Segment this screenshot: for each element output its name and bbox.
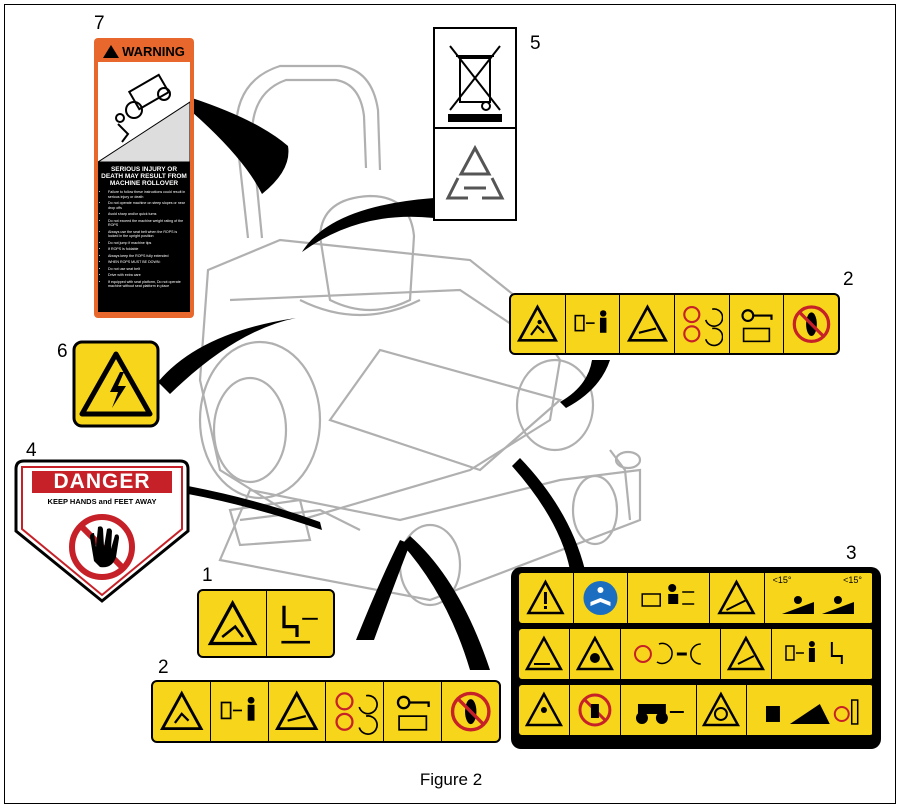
callout-number-2-upper: 2 [843, 270, 854, 289]
callout-number-3: 3 [846, 544, 857, 563]
no-hands-feet-rotating-icon [675, 295, 730, 353]
warning-bullet: If equipped with seat platform, Do not o… [108, 280, 187, 289]
blade-hazard-icon [697, 685, 748, 735]
decal-3: <15° <15° [511, 567, 881, 749]
keep-distance-icon [211, 682, 269, 741]
run-over-icon [620, 295, 675, 353]
warning-bullet: Failure to follow these instructions cou… [108, 190, 187, 199]
child-hazard-icon [519, 685, 570, 735]
slope-warning-icon [710, 573, 765, 623]
warning-text-panel: SERIOUS INJURY OR DEATH MAY RESULT FROM … [98, 162, 190, 312]
no-riders-icon [570, 685, 621, 735]
slip-hazard-icon [199, 591, 267, 656]
run-over-icon [269, 682, 327, 741]
warning-bullet: Do not use seat belt [108, 267, 187, 271]
read-manual-icon [574, 573, 629, 623]
danger-title: DANGER [32, 471, 172, 493]
leader-2-upper [560, 360, 610, 408]
callout-number-6: 6 [57, 342, 68, 361]
warning-bullet: Always use the seat belt when the ROPS i… [108, 230, 187, 239]
callout-number-2-lower: 2 [158, 658, 169, 677]
warning-header-text: WARNING [122, 44, 185, 59]
figure-caption: Figure 2 [0, 770, 902, 790]
slope-label: <15° [843, 575, 862, 585]
leader-2-lower [402, 536, 490, 670]
warning-bullet: Do not exceed the machine weight rating … [108, 219, 187, 228]
callout-number-4: 4 [26, 441, 37, 460]
decal-1 [197, 589, 335, 658]
danger-subtitle: KEEP HANDS and FEET AWAY [26, 497, 178, 506]
warning-bullet: WHEN ROPS MUST BE DOWN: [108, 260, 187, 264]
decal-4-danger: DANGER KEEP HANDS and FEET AWAY [16, 461, 188, 601]
warning-triangle-icon [103, 45, 119, 58]
decal-3-row-3 [519, 685, 873, 735]
remove-key-read-manual-icon [384, 682, 442, 741]
no-step-icon [784, 295, 838, 353]
reverse-hazard-icon [519, 629, 570, 679]
slip-hazard-icon [153, 682, 211, 741]
rollover-hazard-icon [98, 62, 190, 162]
warning-headline: SERIOUS INJURY OR DEATH MAY RESULT FROM … [101, 166, 187, 187]
decal-7-warning: WARNING SERIOUS INJURY OR DEATH MAY RESU… [94, 38, 194, 318]
operator-slope-icon [747, 685, 873, 735]
slope-15-degree-icon: <15° <15° [765, 573, 873, 623]
rollover-pictogram [98, 62, 190, 162]
rollover-hazard-icon [570, 629, 621, 679]
leader-1 [356, 540, 410, 640]
slope-label: <15° [773, 575, 792, 585]
keep-distance-icon [772, 629, 873, 679]
operator-instructions-icon [628, 573, 710, 623]
general-warning-icon [519, 573, 574, 623]
decal-2-lower [151, 680, 501, 743]
decal-3-row-2 [519, 629, 873, 679]
warning-bullet: Do not operate machine on steep slopes o… [108, 201, 187, 210]
callout-number-5: 5 [530, 34, 541, 53]
leader-7 [192, 98, 288, 194]
towing-icon [621, 685, 697, 735]
callout-number-1: 1 [202, 566, 213, 585]
slip-hazard-icon [511, 295, 566, 353]
warning-bullet: Avoid sharp and/or quick turns [108, 212, 187, 216]
keep-distance-icon [267, 591, 334, 656]
keep-distance-icon [566, 295, 621, 353]
callout-number-7: 7 [94, 14, 105, 33]
warning-bullet: Drive with extra care [108, 273, 187, 277]
warning-bullet: If ROPS is foldable [108, 247, 187, 251]
no-step-icon [442, 682, 499, 741]
warning-bullet-list: Failure to follow these instructions cou… [101, 190, 187, 288]
warning-bullet: Always keep the ROPS fully extended [108, 254, 187, 258]
warning-bullet: Do not jump if machine tips [108, 241, 187, 245]
decal-6 [74, 342, 158, 426]
remove-key-read-manual-icon [730, 295, 785, 353]
decal-3-row-1: <15° <15° [519, 573, 873, 623]
decal-2-upper [509, 293, 840, 355]
no-hands-feet-rotating-icon [326, 682, 384, 741]
thrown-object-icon [721, 629, 772, 679]
decal-5 [434, 28, 516, 220]
rotating-blade-icon [621, 629, 722, 679]
warning-header: WARNING [98, 42, 190, 60]
